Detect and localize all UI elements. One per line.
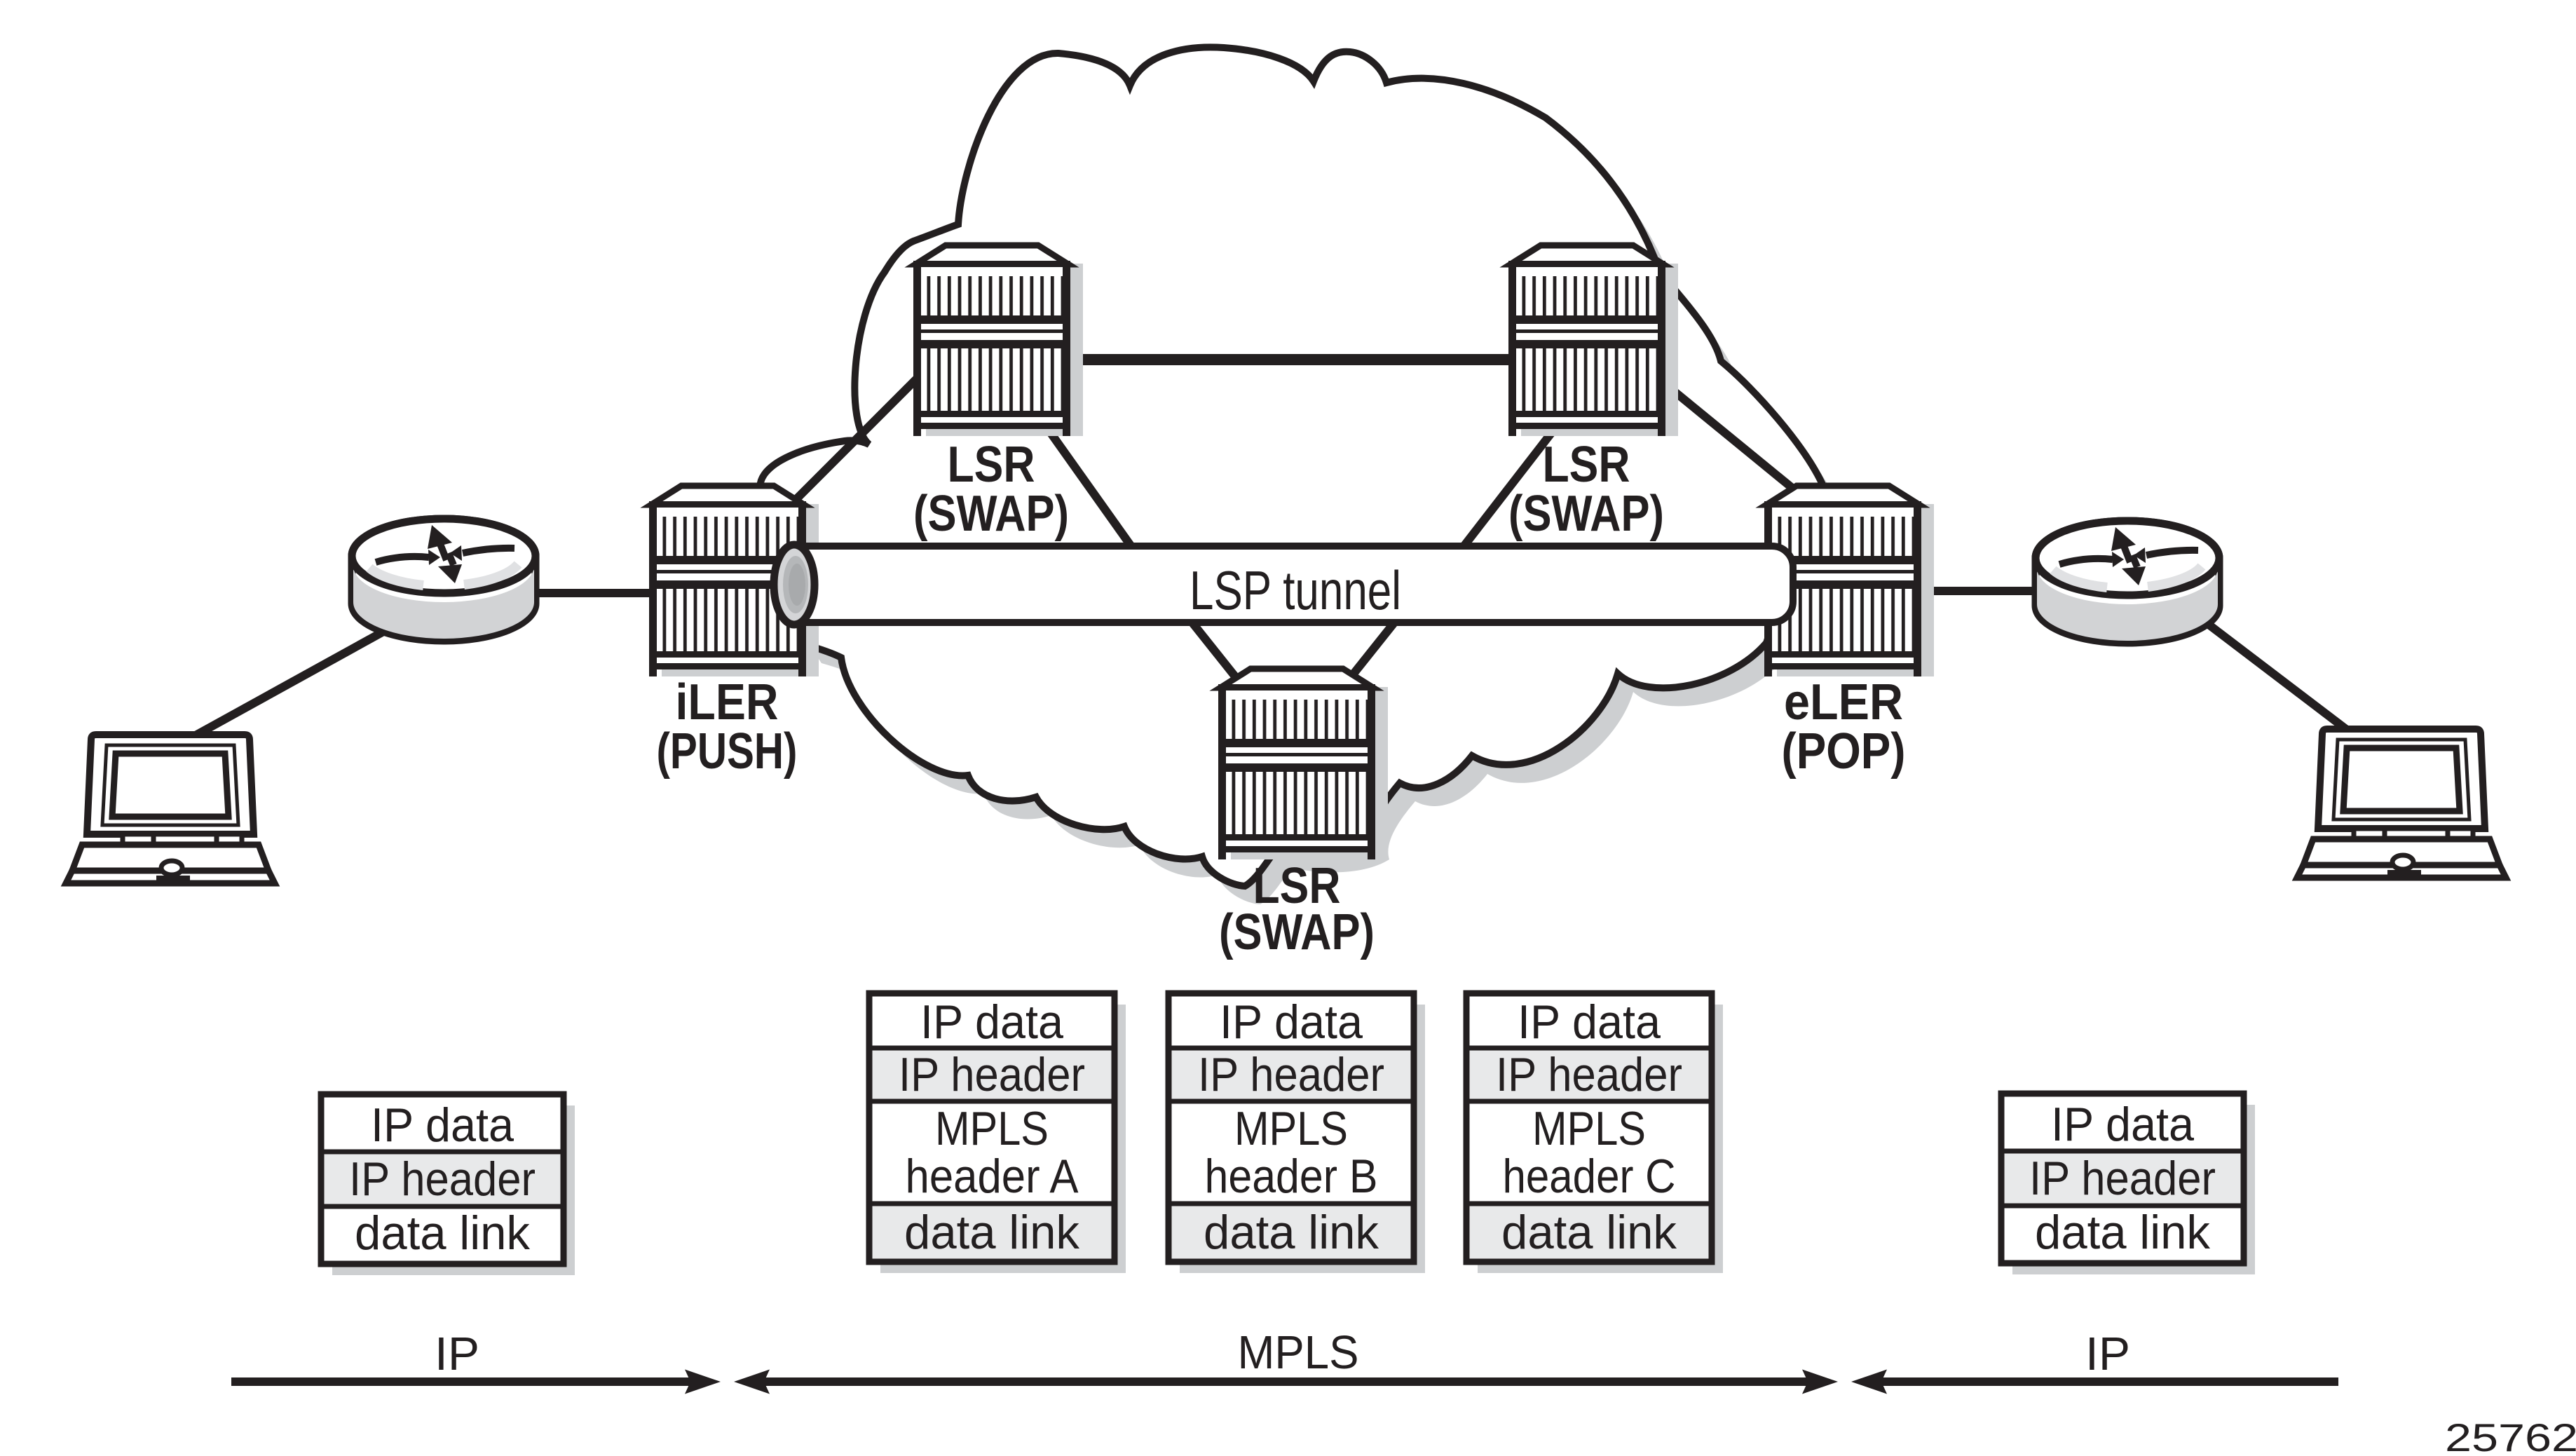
svg-text:IP data: IP data — [2051, 1098, 2194, 1151]
svg-text:data link: data link — [1204, 1206, 1379, 1259]
svg-text:LSR: LSR — [948, 437, 1035, 493]
svg-text:header B: header B — [1205, 1150, 1378, 1203]
svg-text:LSR: LSR — [1253, 858, 1341, 914]
svg-text:eLER: eLER — [1784, 674, 1903, 730]
svg-text:data link: data link — [355, 1206, 531, 1260]
svg-text:(SWAP): (SWAP) — [913, 486, 1069, 542]
svg-text:LSR: LSR — [1543, 437, 1630, 493]
svg-text:data link: data link — [904, 1206, 1080, 1259]
svg-text:(SWAP): (SWAP) — [1219, 904, 1375, 960]
svg-text:(POP): (POP) — [1782, 723, 1906, 780]
svg-text:IP data: IP data — [1518, 995, 1661, 1049]
svg-text:header C: header C — [1503, 1150, 1676, 1203]
svg-text:MPLS: MPLS — [1532, 1102, 1646, 1155]
svg-text:IP: IP — [435, 1328, 479, 1380]
svg-text:LSP tunnel: LSP tunnel — [1190, 559, 1401, 621]
svg-text:IP header: IP header — [349, 1152, 536, 1206]
svg-text:MPLS: MPLS — [1234, 1102, 1348, 1155]
svg-text:25762: 25762 — [2445, 1415, 2576, 1456]
svg-text:header A: header A — [906, 1150, 1079, 1203]
svg-text:iLER: iLER — [676, 674, 779, 730]
svg-text:(SWAP): (SWAP) — [1508, 486, 1664, 542]
svg-text:IP header: IP header — [2029, 1152, 2216, 1205]
svg-text:IP header: IP header — [1496, 1048, 1682, 1101]
svg-text:IP data: IP data — [1220, 995, 1363, 1049]
svg-text:IP header: IP header — [899, 1048, 1085, 1101]
svg-text:data link: data link — [2035, 1206, 2211, 1259]
svg-text:data link: data link — [1501, 1206, 1677, 1259]
svg-text:IP data: IP data — [920, 995, 1063, 1049]
svg-text:MPLS: MPLS — [935, 1102, 1049, 1155]
svg-text:IP data: IP data — [371, 1098, 514, 1152]
svg-text:MPLS: MPLS — [1238, 1326, 1359, 1379]
svg-text:(PUSH): (PUSH) — [657, 723, 798, 780]
svg-text:IP: IP — [2085, 1328, 2130, 1380]
svg-text:IP header: IP header — [1198, 1048, 1384, 1101]
